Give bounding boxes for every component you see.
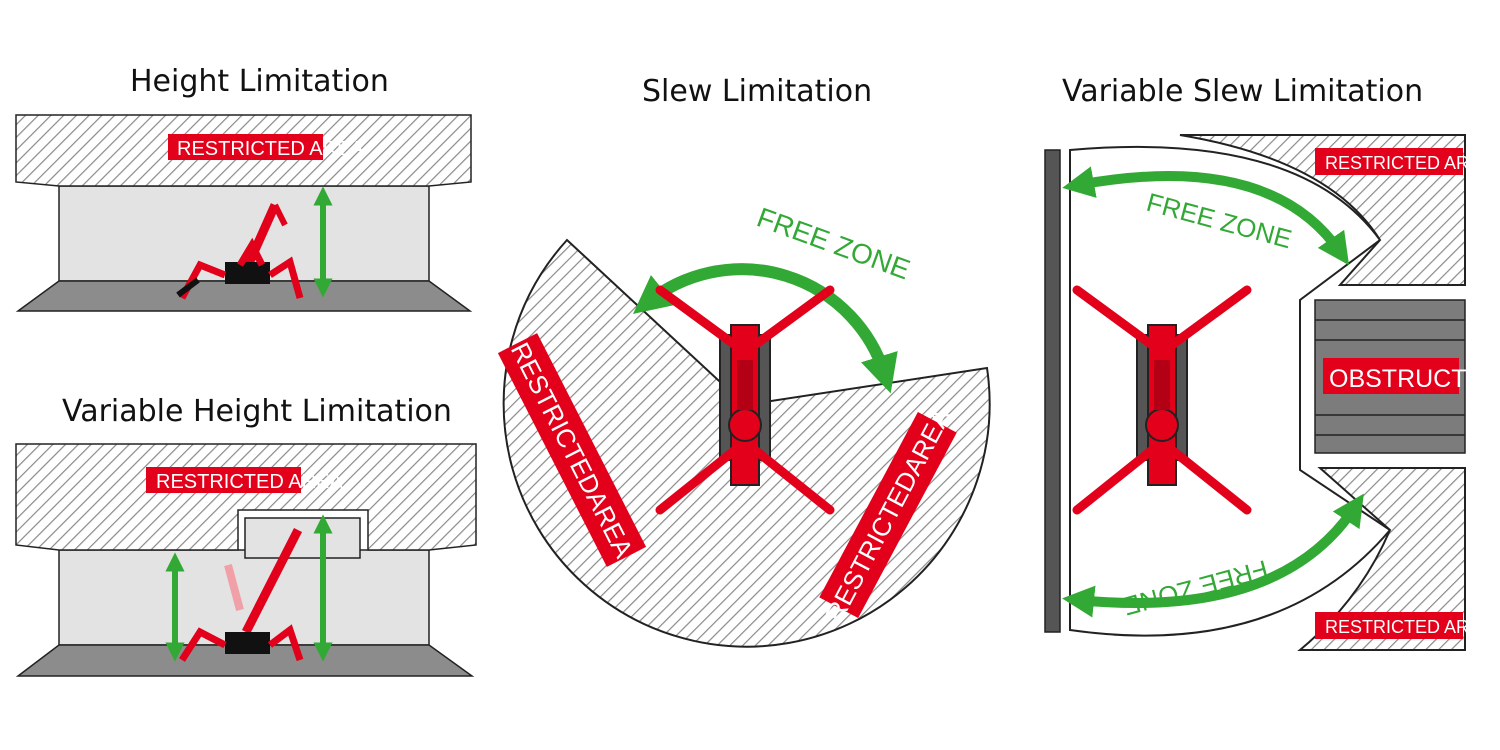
restricted-area-label: RESTRICTED AREA	[156, 471, 343, 493]
obstruction-block: OBSTRUCTION	[1314, 299, 1500, 454]
spider-crane-side	[179, 527, 304, 662]
slew-limitation-title: Slew Limitation	[642, 74, 873, 109]
free-zone-arrow-top	[1062, 166, 1350, 266]
free-zone-arrow	[632, 263, 898, 394]
free-zone-arrow-bottom	[1062, 493, 1364, 618]
floor	[15, 280, 473, 312]
spider-crane-side	[176, 203, 304, 300]
variable-height-limitation-title: Variable Height Limitation	[62, 394, 452, 429]
height-limitation-title: Height Limitation	[130, 64, 389, 99]
restricted-area-label: RESTRICTED AREA	[177, 138, 364, 160]
floor	[15, 644, 475, 677]
restricted-area-label-bg	[168, 134, 323, 160]
variable-slew-limitation-title: Variable Slew Limitation	[1062, 74, 1424, 109]
ceiling-restricted-area	[15, 443, 477, 551]
obstruction-label: OBSTRUCTION	[1329, 365, 1500, 393]
height-limitation-panel: RESTRICTED AREA	[15, 114, 473, 312]
ceiling-recess	[244, 517, 361, 559]
restricted-bottom-label: RESTRICTED AREA	[1325, 617, 1493, 637]
restricted-top-label: RESTRICTED AREA	[1325, 153, 1493, 173]
variable-slew-limitation-panel: OBSTRUCTION RESTRICTED AREA RESTRICTED A…	[1044, 134, 1500, 651]
variable-height-limitation-panel: RESTRICTED AREA	[15, 443, 477, 677]
restricted-area-label-bg	[146, 467, 301, 493]
side-wall	[1044, 149, 1061, 633]
slew-limitation-panel: FREE ZONE RESTRICTEDAREA RESTRICTEDAREA	[497, 202, 991, 648]
